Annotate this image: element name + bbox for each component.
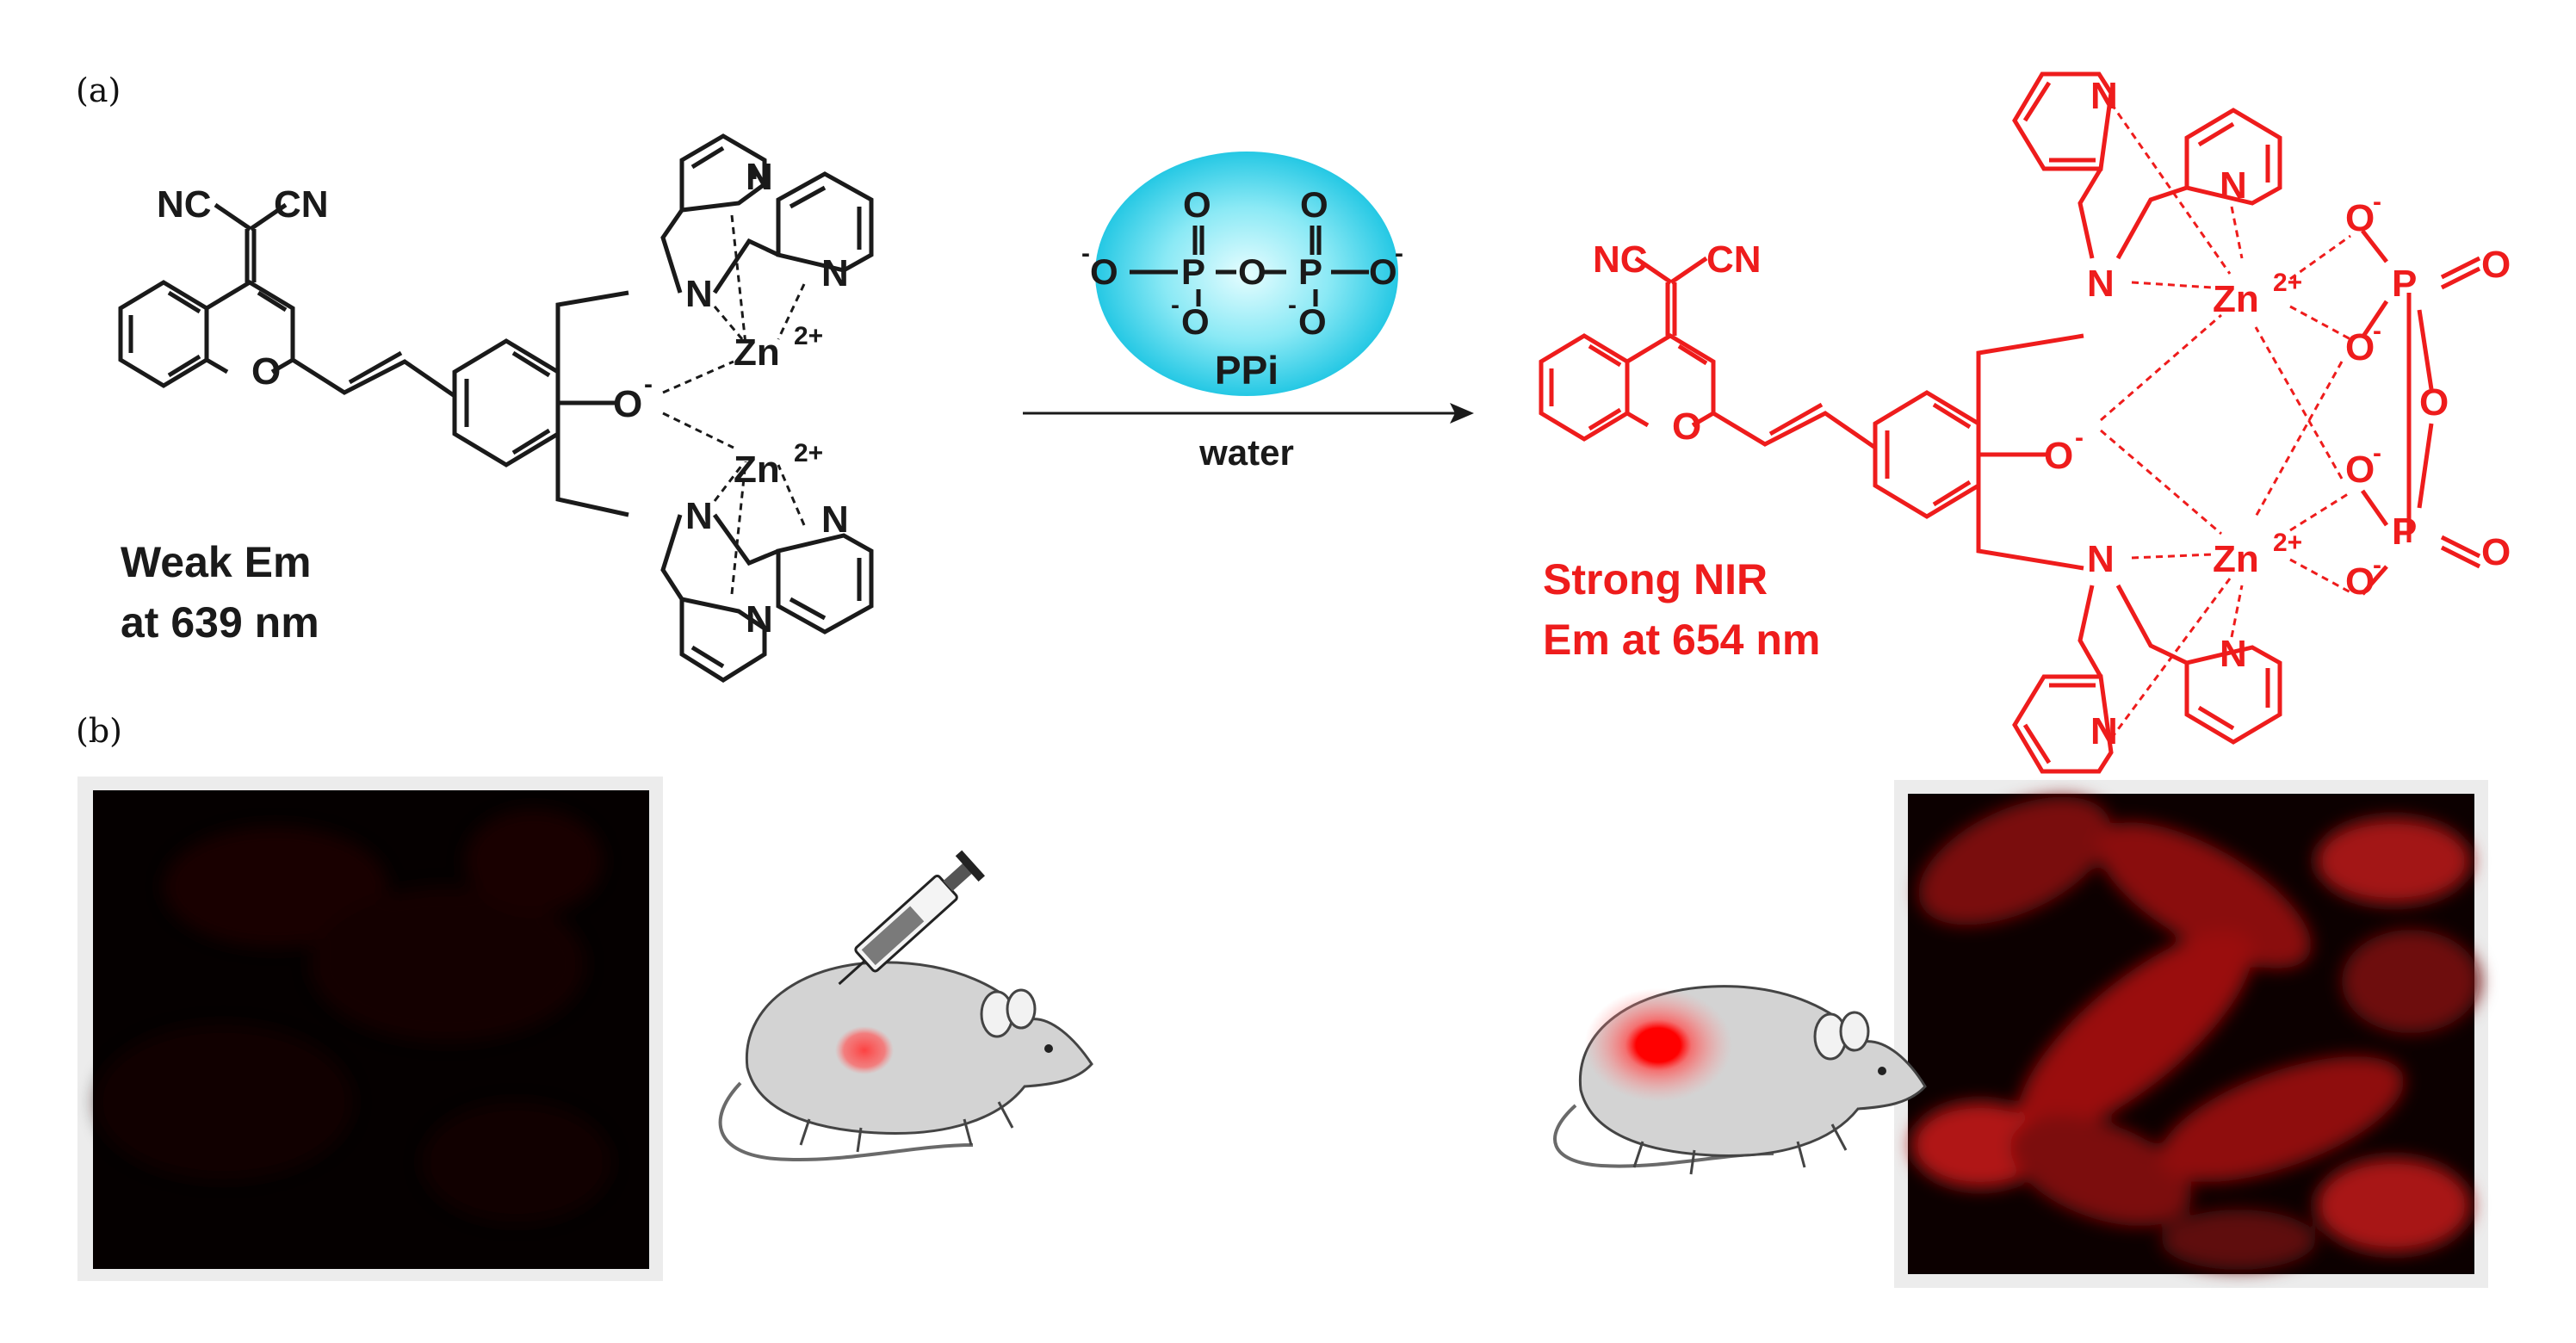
complex-o-2: O bbox=[2345, 326, 2375, 368]
ppi-o-bottom-left: O bbox=[1181, 301, 1210, 342]
complex-o-4: O bbox=[2345, 560, 2375, 603]
complex-o-1: O bbox=[2345, 197, 2375, 239]
complex-o-2-charge: - bbox=[2373, 317, 2381, 345]
probe-pyridine-n-4: N bbox=[821, 498, 849, 541]
probe-phenolate-charge: - bbox=[644, 370, 653, 399]
panel-a-label: (a) bbox=[76, 71, 121, 109]
complex-nc-label: NC bbox=[1593, 238, 1648, 281]
fluorescence-spot-icon bbox=[835, 1026, 894, 1074]
complex-phenolate-charge: - bbox=[2075, 424, 2084, 452]
probe-zn-bottom-charge: 2+ bbox=[794, 439, 823, 467]
ppi-o-right: O bbox=[1369, 251, 1397, 292]
pyridine-ring-1 bbox=[679, 133, 767, 213]
fluorescence-spot-icon bbox=[1584, 988, 1732, 1102]
cell-image-weak bbox=[77, 777, 663, 1281]
ppi-o-left: O bbox=[1090, 251, 1118, 292]
ppi-o-top-right: O bbox=[1300, 184, 1328, 225]
ppi-o-bottom-right-charge: - bbox=[1288, 291, 1297, 319]
complex-labels: NC CN O O - N N N N N N Zn 2+ Zn 2+ O - … bbox=[1543, 75, 2511, 752]
ppi-p-left: P bbox=[1181, 251, 1205, 292]
ppi-o-bottom-right: O bbox=[1298, 301, 1327, 342]
ppi-o-left-charge: - bbox=[1081, 239, 1090, 268]
probe-zn-bottom: Zn bbox=[734, 449, 780, 491]
complex-pyridine-n-1: N bbox=[2090, 75, 2118, 117]
complex-ring-o-label: O bbox=[1672, 405, 1701, 448]
complex-emission-line2: Em at 654 nm bbox=[1543, 616, 1820, 664]
pyridine-ring-2 bbox=[776, 171, 874, 273]
reagent-group: O O O - P O P O - O - O - PPi water bbox=[1023, 152, 1474, 473]
complex-cn-label: CN bbox=[1706, 238, 1762, 281]
probe-amine-n-top: N bbox=[685, 273, 713, 315]
pyran-ring bbox=[205, 280, 295, 374]
complex-zn-bottom-charge: 2+ bbox=[2273, 529, 2302, 557]
complex-o-3-charge: - bbox=[2373, 439, 2381, 467]
phenol-ring bbox=[452, 338, 560, 467]
ppi-name-label: PPi bbox=[1215, 348, 1279, 393]
mouse-1-body bbox=[745, 961, 1093, 1135]
complex-o-double-bottom: O bbox=[2481, 531, 2511, 573]
probe-cn-label: CN bbox=[274, 183, 329, 226]
ppi-bubble bbox=[1095, 152, 1398, 396]
pyridine-ring-3 bbox=[679, 596, 767, 683]
mouse-1-tail bbox=[718, 1081, 974, 1162]
pyridine-ring-4 bbox=[776, 533, 874, 634]
probe-labels: NC CN O O - N N N N N N Zn 2+ Zn 2+ Weak… bbox=[121, 156, 849, 647]
complex-o-double-top: O bbox=[2481, 244, 2511, 286]
complex-zn-top-charge: 2+ bbox=[2273, 269, 2302, 297]
complex-o-3: O bbox=[2345, 449, 2375, 491]
probe-pyridine-n-2: N bbox=[821, 252, 849, 294]
ppi-o-bottom-left-charge: - bbox=[1171, 291, 1180, 319]
probe-emission-line1: Weak Em bbox=[121, 538, 311, 586]
complex-p-bottom: P bbox=[2392, 511, 2417, 553]
probe-structure bbox=[118, 133, 874, 683]
ppi-p-right: P bbox=[1298, 251, 1322, 292]
probe-pyridine-n-1: N bbox=[746, 156, 773, 198]
probe-nc-label: NC bbox=[157, 183, 212, 226]
mouse-icon bbox=[718, 961, 1093, 1162]
complex-structure bbox=[1539, 71, 2481, 774]
ppi-o-bridge: O bbox=[1238, 251, 1266, 292]
arrow-right-icon bbox=[1023, 403, 1474, 424]
complex-o-bridge: O bbox=[2419, 381, 2449, 424]
complex-pyridine-n-4: N bbox=[2220, 633, 2247, 675]
complex-pyridine-n-3: N bbox=[2090, 710, 2118, 752]
strong-spot bbox=[1584, 988, 1732, 1102]
panel-b-label: (b) bbox=[76, 712, 122, 750]
complex-phenolate-label: O bbox=[2044, 435, 2073, 477]
complex-emission-line1: Strong NIR bbox=[1543, 555, 1768, 603]
weak-spot bbox=[835, 1026, 894, 1074]
probe-ring-o-label: O bbox=[251, 350, 281, 393]
complex-o-1-charge: - bbox=[2373, 188, 2381, 216]
complex-zn-top: Zn bbox=[2213, 278, 2259, 320]
probe-emission-line2: at 639 nm bbox=[121, 598, 319, 647]
cell-image-strong bbox=[1894, 780, 2488, 1288]
probe-pyridine-n-3: N bbox=[746, 598, 773, 641]
probe-amine-n-bottom: N bbox=[685, 495, 713, 537]
complex-zn-bottom: Zn bbox=[2213, 538, 2259, 580]
chromene-benzene-ring bbox=[118, 280, 209, 388]
complex-amine-n-bottom: N bbox=[2087, 538, 2115, 580]
ppi-o-right-charge: - bbox=[1395, 239, 1403, 268]
complex-amine-n-top: N bbox=[2087, 263, 2115, 305]
probe-phenolate-label: O bbox=[613, 383, 642, 425]
ppi-o-top-left: O bbox=[1183, 184, 1211, 225]
complex-p-top: P bbox=[2392, 263, 2417, 305]
ppi-bonds bbox=[1130, 226, 1369, 306]
probe-zn-top-charge: 2+ bbox=[794, 322, 823, 350]
solvent-label: water bbox=[1198, 432, 1294, 473]
complex-pyridine-n-2: N bbox=[2220, 164, 2247, 207]
vinyl-bridge bbox=[291, 357, 456, 399]
probe-zn-top: Zn bbox=[734, 331, 780, 374]
complex-o-4-charge: - bbox=[2373, 551, 2381, 579]
syringe-icon bbox=[838, 850, 985, 986]
